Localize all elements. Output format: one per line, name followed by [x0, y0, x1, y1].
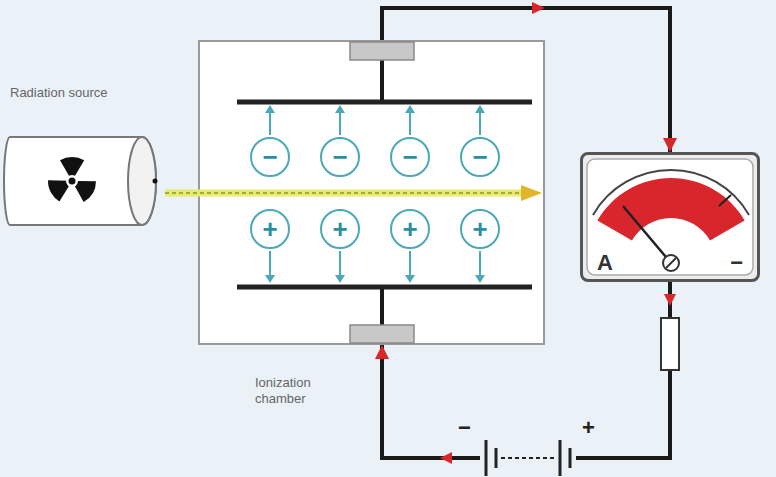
ion-drift-head	[265, 275, 275, 283]
scale-arc	[593, 170, 749, 215]
meter-scale	[597, 178, 744, 240]
electrode-lead	[380, 289, 384, 325]
ion-drift-head	[405, 275, 415, 283]
trefoil-ring	[66, 175, 78, 187]
battery-plate	[495, 448, 498, 468]
beam-head	[521, 185, 542, 201]
meter-dial	[587, 159, 753, 275]
battery-terminal: +	[582, 416, 595, 440]
trefoil-dot	[69, 178, 76, 185]
ion-drift-arrow	[269, 251, 271, 276]
electrode-lead	[380, 60, 384, 100]
ion-sign: +	[252, 211, 288, 247]
battery-symbol	[480, 440, 576, 476]
ion-drift-head	[335, 275, 345, 283]
electrode-plate	[237, 285, 532, 290]
ion-sign: +	[322, 211, 358, 247]
insulator	[350, 42, 414, 60]
resistor-symbol	[661, 318, 679, 370]
current-arrow	[532, 2, 545, 14]
radiation-source: Radiation source	[2, 135, 162, 227]
ion-drift-head	[475, 275, 485, 283]
battery-terminal: −	[458, 416, 471, 440]
positive-ion: +	[460, 209, 500, 249]
ion-drift-arrow	[409, 251, 411, 276]
ion-sign: −	[392, 139, 428, 175]
radiation-trefoil	[53, 162, 91, 200]
ammeter: A−	[580, 152, 760, 282]
current-arrow	[440, 452, 452, 464]
ion-drift-arrow	[409, 112, 411, 135]
positive-ion: +	[250, 209, 290, 249]
ion-sign: −	[252, 139, 288, 175]
zero-screw	[663, 255, 679, 271]
source-cylinder	[2, 135, 162, 227]
scale-tick	[719, 195, 731, 206]
ion-drift-head	[265, 105, 275, 113]
ion-sign: +	[462, 211, 498, 247]
cylinder-body	[4, 137, 156, 225]
ion-drift-arrow	[479, 251, 481, 276]
ion-sign: −	[462, 139, 498, 175]
zero-screw-slot	[666, 258, 676, 268]
negative-ion: −	[460, 137, 500, 177]
radiation-beam	[165, 190, 524, 197]
meter-sign: −	[730, 251, 743, 275]
positive-ion: +	[390, 209, 430, 249]
positive-ion: +	[320, 209, 360, 249]
meter-unit: A	[597, 251, 613, 275]
ion-drift-head	[335, 105, 345, 113]
chamber-interior	[200, 42, 543, 343]
ion-drift-arrow	[339, 112, 341, 135]
electrode-plate	[237, 100, 532, 105]
ion-drift-head	[475, 105, 485, 113]
chamber-label: Ionization chamber	[255, 375, 355, 407]
battery-plate	[569, 448, 572, 468]
ion-drift-head	[405, 105, 415, 113]
cylinder-end	[128, 137, 156, 225]
source-aperture	[153, 179, 158, 184]
battery-plate	[485, 440, 488, 476]
negative-ion: −	[250, 137, 290, 177]
source-label: Radiation source	[10, 85, 110, 101]
negative-ion: −	[390, 137, 430, 177]
ion-drift-arrow	[269, 112, 271, 135]
ion-drift-arrow	[339, 251, 341, 276]
insulator	[350, 325, 414, 343]
negative-ion: −	[320, 137, 360, 177]
ion-sign: +	[392, 211, 428, 247]
meter-needle	[623, 206, 671, 263]
ion-sign: −	[322, 139, 358, 175]
current-arrow	[664, 294, 676, 306]
ion-drift-arrow	[479, 112, 481, 135]
ionization-chamber: Ionization chamber−−−−++++	[198, 40, 545, 345]
beam-dashes	[165, 192, 522, 194]
battery-gap	[480, 447, 576, 469]
battery-plate	[559, 440, 562, 476]
battery-dashes	[501, 457, 555, 459]
